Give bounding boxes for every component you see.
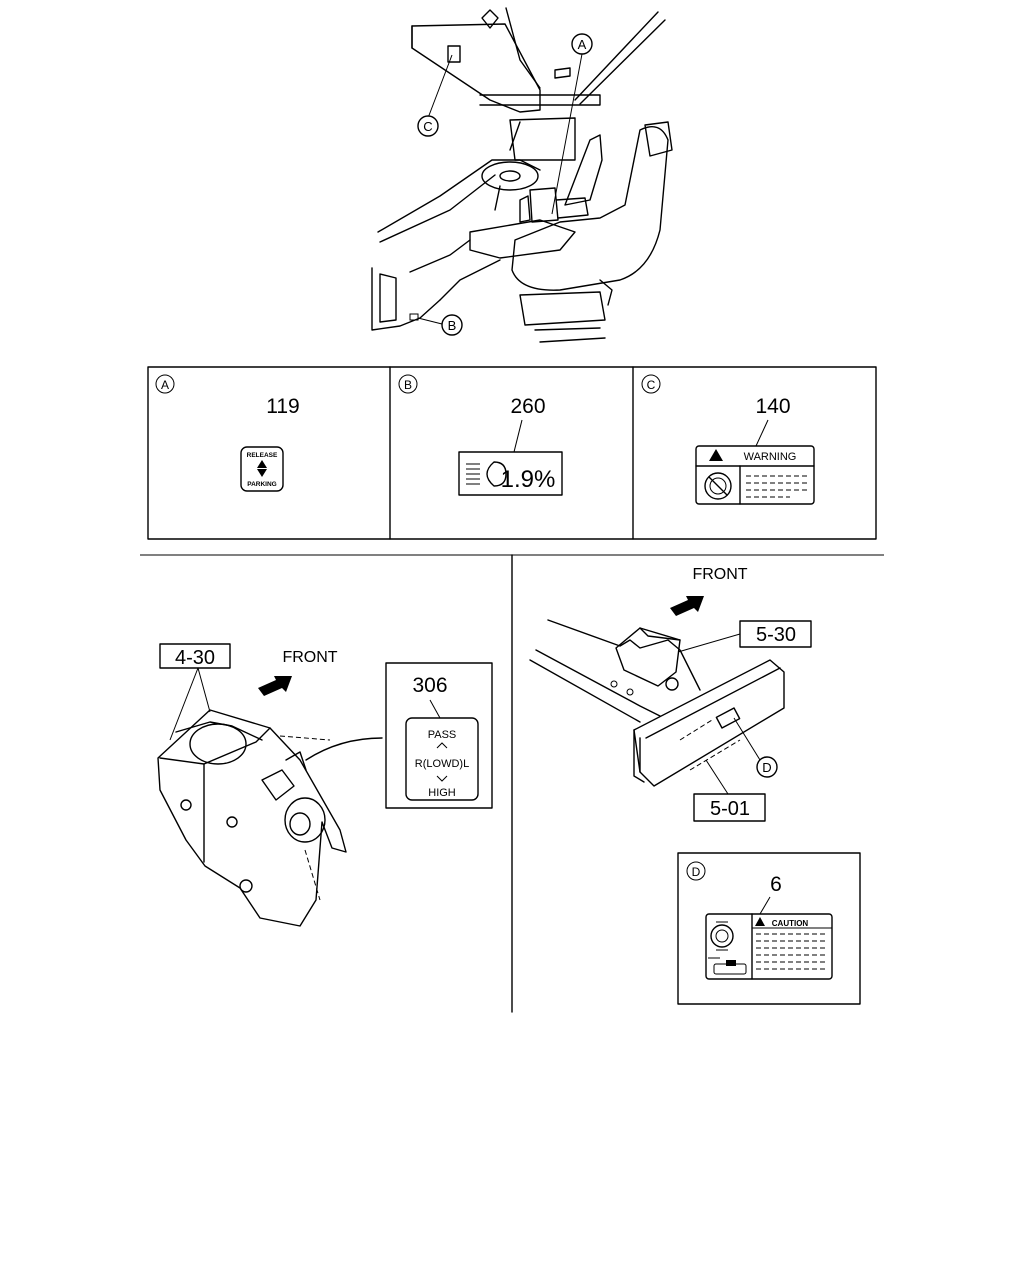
- frame-rail: [529, 619, 785, 787]
- callout-a-letter: A: [578, 37, 587, 52]
- label-cell-c: C 140 WARNING: [641, 374, 815, 505]
- double-arrow-icon: [257, 460, 267, 477]
- label-d-panel: D 6 CAUTION: [677, 852, 861, 1005]
- label-b-text: 1.9%: [501, 466, 556, 493]
- cell-b-letter: B: [404, 378, 412, 392]
- front-arrow-icon: [258, 676, 292, 696]
- label-a-number: 119: [266, 395, 299, 418]
- switch-low-label: R(LOWD)L: [415, 758, 469, 770]
- cab-interior-illustration: [371, 7, 673, 343]
- label-table: [147, 366, 877, 540]
- callout-b-letter: B: [448, 318, 457, 333]
- callout-c-letter: C: [423, 119, 432, 134]
- callout-b: [441, 314, 463, 336]
- label-cell-a: A 119 RELEASE PARKING: [155, 374, 300, 492]
- cell-a-marker: [155, 374, 175, 394]
- caution-triangle-icon: [755, 917, 765, 926]
- dial-icon: [710, 921, 734, 951]
- ref-box-4-30: [159, 643, 231, 669]
- cell-c-marker: [641, 374, 661, 394]
- ref-4-30: 4-30: [175, 647, 215, 669]
- label-c-title: WARNING: [744, 451, 797, 463]
- switch-icon: [708, 957, 747, 975]
- label-a-release: RELEASE: [247, 452, 278, 459]
- cell-b-marker: [398, 374, 418, 394]
- label-b-number: 260: [510, 395, 545, 418]
- callout-d: [756, 756, 778, 778]
- callout-d-letter: D: [762, 760, 771, 775]
- label-a-parking: PARKING: [247, 481, 277, 488]
- steering-column-bracket: [157, 709, 347, 927]
- label-c-number: 140: [755, 395, 790, 418]
- ref-5-01: 5-01: [710, 798, 750, 820]
- front-label-left: FRONT: [282, 649, 337, 666]
- ref-box-5-01: [693, 793, 766, 822]
- label-306-number: 306: [412, 674, 447, 697]
- cell-d-letter: D: [692, 865, 701, 879]
- headlamp-icon: [466, 461, 507, 487]
- label-d-title: CAUTION: [772, 919, 809, 928]
- switch-pass-label: PASS: [428, 729, 457, 741]
- label-d-number: 6: [770, 873, 782, 896]
- switch-high-label: HIGH: [428, 787, 456, 799]
- callout-a: [571, 33, 593, 55]
- ref-box-5-30: [739, 620, 812, 648]
- no-touch-icon: [704, 472, 732, 500]
- callout-c: [417, 115, 439, 137]
- front-label-right: FRONT: [692, 566, 747, 583]
- warning-triangle-icon: [709, 449, 723, 461]
- cell-c-letter: C: [647, 378, 656, 392]
- front-arrow-icon-right: [670, 596, 704, 616]
- ref-5-30: 5-30: [756, 624, 796, 646]
- cell-d-marker: [686, 861, 706, 881]
- label-cell-b: B 260 1.9%: [398, 374, 563, 496]
- label-306-panel: 306 PASS R(LOWD)L HIGH: [385, 662, 493, 809]
- cell-a-letter: A: [161, 378, 169, 392]
